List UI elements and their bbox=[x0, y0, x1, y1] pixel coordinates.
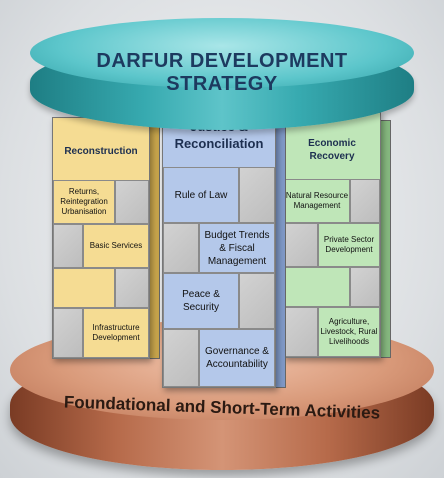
economic-title: Economic Recovery bbox=[308, 138, 356, 162]
governance-pillar: Governance, Justice & Reconciliation Rul… bbox=[162, 86, 276, 388]
basic-services-cell: Basic Services bbox=[83, 224, 149, 268]
grey-brick bbox=[284, 223, 318, 267]
grey-brick bbox=[53, 224, 83, 268]
reconstruction-pillar: Reconstruction Returns, Reintegration Ur… bbox=[52, 117, 150, 359]
rule-of-law-cell: Rule of Law bbox=[163, 167, 239, 223]
strategy-disc bbox=[30, 18, 414, 88]
grey-brick bbox=[239, 167, 275, 223]
budget-trends-cell: Budget Trends & Fiscal Management bbox=[199, 223, 275, 273]
agriculture-cell: Agriculture, Livestock, Rural Livelihood… bbox=[318, 307, 380, 357]
grey-brick bbox=[350, 179, 380, 223]
blank-brick bbox=[53, 268, 115, 308]
peace-security-cell: Peace & Security bbox=[163, 273, 239, 329]
grey-brick bbox=[350, 267, 380, 307]
blank-brick bbox=[284, 267, 350, 307]
grey-brick bbox=[284, 307, 318, 357]
grey-brick bbox=[115, 268, 149, 308]
governance-accountability-cell: Governance & Accountability bbox=[199, 329, 275, 387]
grey-brick bbox=[115, 180, 149, 224]
strategy-title: DARFUR DEVELOPMENT STRATEGY bbox=[96, 50, 348, 95]
grey-brick bbox=[53, 308, 83, 358]
natural-resource-cell: Natural Resource Management bbox=[284, 179, 350, 223]
grey-brick bbox=[163, 329, 199, 387]
grey-brick bbox=[239, 273, 275, 329]
private-sector-cell: Private Sector Development bbox=[318, 223, 380, 267]
infrastructure-cell: Infrastructure Development bbox=[83, 308, 149, 358]
grey-brick bbox=[163, 223, 199, 273]
economic-pillar: Economic Recovery Natural Resource Manag… bbox=[283, 112, 381, 358]
reconstruction-title: Reconstruction bbox=[64, 146, 138, 157]
returns-reintegration-cell: Returns, Reintegration Urbanisation bbox=[53, 180, 115, 224]
